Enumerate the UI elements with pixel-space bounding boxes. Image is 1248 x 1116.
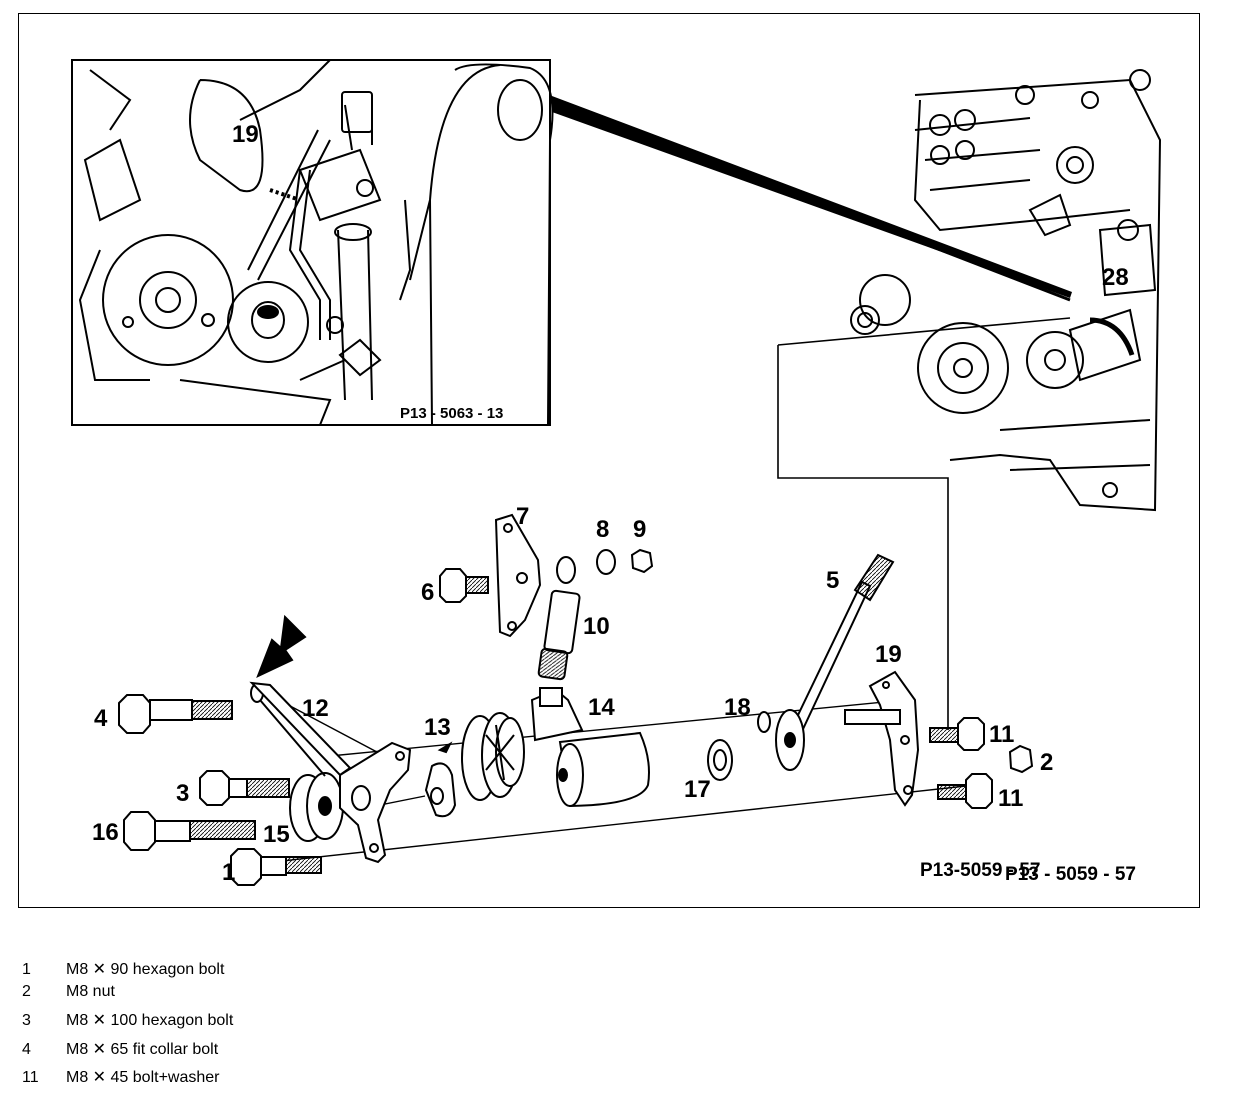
bolt-16 (123, 811, 256, 851)
engine-illustration (849, 69, 1162, 512)
inset-detail (71, 59, 554, 426)
callout-3: 3 (176, 780, 189, 807)
callout-6: 6 (421, 579, 434, 606)
callout-11-upper: 11 (989, 721, 1014, 748)
nut-9 (630, 548, 654, 574)
washer-17 (707, 739, 733, 781)
exploded-diagram: 1 2 3 4 5 6 7 8 9 10 11 11 12 13 14 15 1… (71, 59, 1162, 886)
callout-19: 19 (875, 641, 902, 668)
legend-number: 3 (22, 1012, 31, 1029)
bolt-6 (439, 568, 489, 603)
direction-arrow (256, 614, 307, 678)
bolt-11-upper (929, 717, 985, 751)
nut-2 (1008, 744, 1034, 774)
tensioner-pulley (461, 712, 525, 801)
bracket-7 (494, 513, 542, 638)
idler-pulley-15 (289, 772, 344, 842)
reference-leader (777, 317, 1071, 730)
callout-16: 16 (92, 819, 119, 846)
exploded-parts (118, 513, 1034, 886)
callouts: 1 2 3 4 5 6 7 8 9 10 11 11 12 13 14 15 1… (92, 121, 1136, 886)
callout-14: 14 (588, 694, 615, 721)
link-rod-5 (757, 553, 895, 771)
callout-9: 9 (633, 516, 646, 543)
callout-19-inset: 19 (232, 121, 259, 148)
plate-13 (424, 741, 457, 818)
bracket-19 (844, 670, 920, 807)
callout-10: 10 (583, 613, 610, 640)
bracket-plate (249, 681, 412, 864)
callout-17: 17 (684, 776, 711, 803)
legend-description: M8 ✕ 90 hexagon bolt (66, 961, 225, 978)
callout-28: 28 (1102, 264, 1129, 291)
bolt-1 (230, 848, 322, 886)
bolt-11-lower (937, 773, 993, 809)
callout-2: 2 (1040, 749, 1053, 776)
bolt-3 (199, 770, 290, 806)
diagram-frame (18, 13, 1200, 908)
legend-description: M8 ✕ 45 bolt+washer (66, 1069, 220, 1086)
callout-18: 18 (724, 694, 751, 721)
legend-description: M8 ✕ 65 fit collar bolt (66, 1041, 219, 1058)
inset-figure-id: P13 - 5063 - 13 (400, 405, 503, 422)
legend-number: 4 (22, 1041, 31, 1058)
gas-spring-10 (537, 556, 581, 681)
callout-8: 8 (596, 516, 609, 543)
legend-description: M8 nut (66, 983, 115, 1000)
callout-7: 7 (516, 503, 529, 530)
inset-leader (552, 96, 1072, 298)
washer-8 (596, 549, 616, 575)
overlap-figure-id: P13 - 5059 - 57 (1005, 864, 1136, 885)
callout-13: 13 (424, 714, 451, 741)
callout-5: 5 (826, 567, 839, 594)
legend-number: 1 (22, 961, 31, 978)
damper-cylinder (530, 687, 650, 808)
legend-number: 11 (22, 1069, 39, 1086)
bolt-4 (118, 683, 264, 734)
callout-1: 1 (222, 859, 235, 886)
main-figure-id: P13-5059 - 57 (920, 860, 1040, 881)
legend-description: M8 ✕ 100 hexagon bolt (66, 1012, 234, 1029)
legend-number: 2 (22, 983, 31, 1000)
callout-11-lower: 11 (998, 785, 1023, 812)
callout-15: 15 (263, 821, 290, 848)
callout-4: 4 (94, 705, 108, 732)
callout-12: 12 (302, 695, 329, 722)
